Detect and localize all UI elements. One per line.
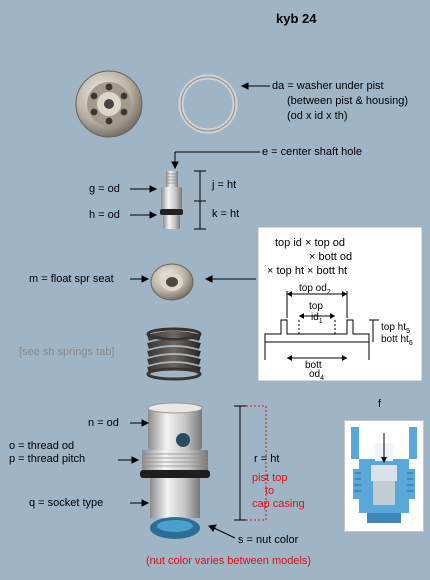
label-da: da = washer under pist: [272, 80, 384, 92]
seat-profile-drawing: [264, 291, 379, 361]
cutaway-inset: [344, 420, 424, 532]
label-springs: [see sh springs tab]: [19, 346, 115, 358]
label-cap-casing: cap casing: [252, 498, 305, 510]
label-o: o = thread od: [9, 440, 75, 452]
label-n: n = od: [88, 417, 119, 429]
label-p: p = thread pitch: [9, 453, 86, 465]
seat-line2: × bott od: [309, 251, 353, 263]
seat-bott-ht-label: bott ht6: [381, 334, 413, 350]
seat-bott-od-label-2: od4: [309, 369, 324, 385]
seat-line1: top id × top od: [275, 237, 346, 249]
label-nut-note: (nut color varies between models): [146, 555, 312, 567]
label-j: j = ht: [212, 179, 237, 191]
piston-disc: [75, 70, 143, 138]
seat-bott-od-text: od: [309, 369, 321, 380]
seat-top-id-label-2: id1: [311, 312, 323, 328]
label-pist-top-to: to: [265, 485, 275, 497]
label-pist-top: pist top: [252, 472, 288, 484]
seat-dimension-box: top id × top od × bott od × top ht × bot…: [258, 227, 422, 382]
seat-bott-od-sub: 4: [320, 375, 325, 382]
seat-top-id-sub: 1: [318, 318, 323, 325]
label-m: m = float spr seat: [29, 273, 114, 285]
seat-bott-ht-sub: 6: [408, 340, 413, 347]
seat-top-ht-text: top ht: [381, 322, 407, 333]
seat-top-id-text: id: [311, 312, 319, 323]
label-e: e = center shaft hole: [262, 146, 362, 158]
housing: [140, 402, 210, 539]
seat-top-od-sub: 2: [326, 289, 331, 296]
red-dotted-dimension: [246, 405, 267, 521]
label-s: s = nut color: [238, 534, 299, 546]
annotation-lines: [118, 82, 270, 539]
seat-top-od-text: top od: [299, 283, 327, 294]
seat-line3: × top ht × bott ht: [267, 265, 348, 277]
cutaway-label-f: f: [378, 398, 382, 410]
spring-seat: [150, 263, 194, 301]
seat-bott-ht-text: bott ht: [381, 334, 409, 345]
label-da-line2: (between pist & housing): [287, 95, 409, 107]
label-q: q = socket type: [29, 497, 104, 509]
label-h: h = od: [89, 209, 120, 221]
seat-top-ht-label: top ht5: [381, 322, 410, 338]
page-title: kyb 24: [276, 11, 317, 26]
label-r: r = ht: [254, 453, 280, 465]
label-g: g = od: [89, 183, 120, 195]
cutaway-drawing: [351, 427, 417, 523]
spring: [146, 327, 202, 381]
seat-top-id-label: top: [309, 301, 323, 312]
washer-ring: [178, 74, 238, 134]
seat-top-ht-sub: 5: [406, 328, 410, 335]
shaft-part: [160, 171, 183, 229]
label-k: k = ht: [212, 208, 240, 220]
seat-bott-od-label: bott: [305, 360, 322, 371]
label-da-line3: (od x id x th): [287, 110, 348, 122]
seat-top-od-label: top od2: [299, 283, 331, 299]
